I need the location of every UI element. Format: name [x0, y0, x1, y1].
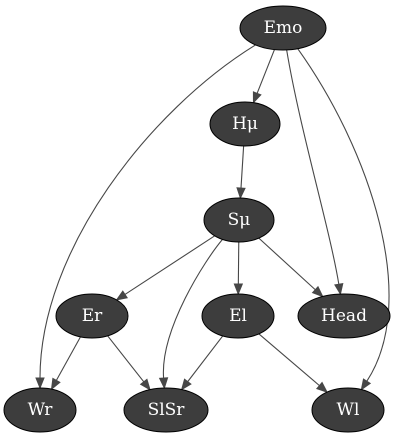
- node-el: El: [201, 293, 275, 339]
- edge-er-slsr: [107, 335, 151, 391]
- node-label: Wl: [337, 400, 360, 420]
- edge-line: [163, 239, 223, 379]
- edge-smu-er: [115, 235, 216, 301]
- node-slsr: SlSr: [123, 387, 209, 433]
- arrowhead: [236, 187, 246, 200]
- edge-line: [258, 333, 320, 387]
- arrowhead: [252, 91, 262, 104]
- node-wl: Wl: [311, 387, 385, 433]
- edge-smu-slsr: [158, 239, 223, 390]
- arrowhead: [233, 283, 244, 296]
- node-label: El: [229, 306, 247, 326]
- edge-line: [297, 48, 390, 382]
- arrowhead: [315, 381, 329, 393]
- node-label: Er: [82, 306, 103, 326]
- node-ellipse: [3, 387, 77, 433]
- arrowhead: [360, 378, 372, 391]
- node-ellipse: [201, 293, 275, 339]
- node-ellipse: [203, 197, 275, 243]
- node-label: Head: [321, 306, 367, 326]
- edge-el-slsr: [180, 335, 224, 391]
- edge-line: [286, 49, 340, 285]
- edge-emo-head: [286, 49, 344, 296]
- edge-line: [107, 335, 145, 383]
- arrowhead: [115, 290, 128, 301]
- edge-line: [55, 336, 81, 381]
- edge-smu-el: [233, 241, 244, 296]
- arrowhead: [180, 378, 192, 391]
- node-er: Er: [55, 293, 129, 339]
- node-head: Head: [297, 293, 391, 339]
- arrowhead: [139, 378, 151, 391]
- edge-line: [256, 49, 275, 94]
- node-ellipse: [239, 5, 327, 51]
- edge-emo-wl: [297, 48, 390, 391]
- node-label: SlSr: [148, 400, 186, 420]
- edge-emo-wr: [35, 44, 256, 390]
- node-label: Emo: [264, 18, 303, 38]
- edge-line: [258, 237, 316, 291]
- edge-smu-head: [258, 237, 324, 298]
- node-hmu: Hμ: [209, 101, 281, 147]
- node-emo: Emo: [239, 5, 327, 51]
- node-label: Sμ: [228, 210, 251, 230]
- arrowhead: [334, 282, 344, 296]
- arrowhead: [311, 285, 324, 298]
- edges: [35, 44, 390, 393]
- node-ellipse: [297, 293, 391, 339]
- node-ellipse: [209, 101, 281, 147]
- edge-er-wr: [50, 336, 81, 391]
- arrowhead: [35, 377, 45, 390]
- edge-line: [187, 335, 224, 382]
- edge-line: [240, 145, 245, 189]
- arrowhead: [50, 377, 61, 391]
- node-label: Hμ: [232, 114, 258, 134]
- edge-emo-hmu: [252, 49, 275, 104]
- node-wr: Wr: [3, 387, 77, 433]
- edge-hmu-smu: [236, 145, 246, 200]
- node-ellipse: [55, 293, 129, 339]
- arrowhead: [158, 377, 169, 390]
- node-ellipse: [123, 387, 209, 433]
- node-smu: Sμ: [203, 197, 275, 243]
- node-ellipse: [311, 387, 385, 433]
- edge-el-wl: [258, 333, 329, 393]
- edge-line: [124, 235, 216, 295]
- edge-line: [39, 44, 256, 379]
- node-label: Wr: [28, 400, 54, 420]
